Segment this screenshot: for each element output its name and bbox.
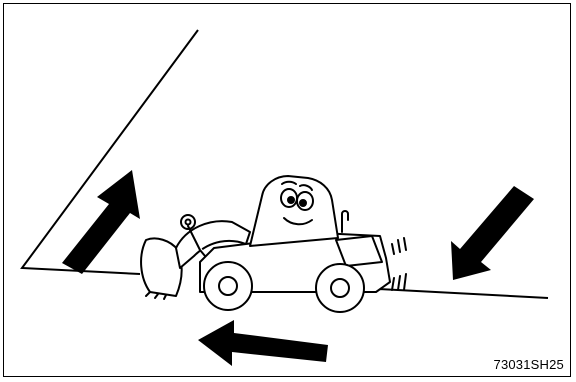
loader-bucket [140,237,183,297]
right-pupil [299,199,307,207]
loader-cab [249,175,339,247]
rear-hood [335,235,383,267]
arm-pin-top-inner [184,218,192,226]
up-arrow-icon [62,170,140,274]
exhaust-pipe [341,210,349,233]
bucket-teeth [145,291,167,300]
front-wheel-hub [218,276,238,296]
rear-wheel-hub [330,278,350,298]
smile [283,217,313,226]
slope-line [20,29,199,275]
left-eyebrow [281,180,297,185]
wheel-loader-illustration [140,175,407,313]
ground-line [377,288,549,299]
left-pupil [287,196,295,204]
left-arrow-icon [198,320,328,366]
figure-code: 73031SH25 [493,357,564,372]
right-eyebrow [299,184,313,191]
motion-lines [391,237,407,291]
figure-frame [3,3,571,377]
down-arrow-icon [451,186,534,280]
